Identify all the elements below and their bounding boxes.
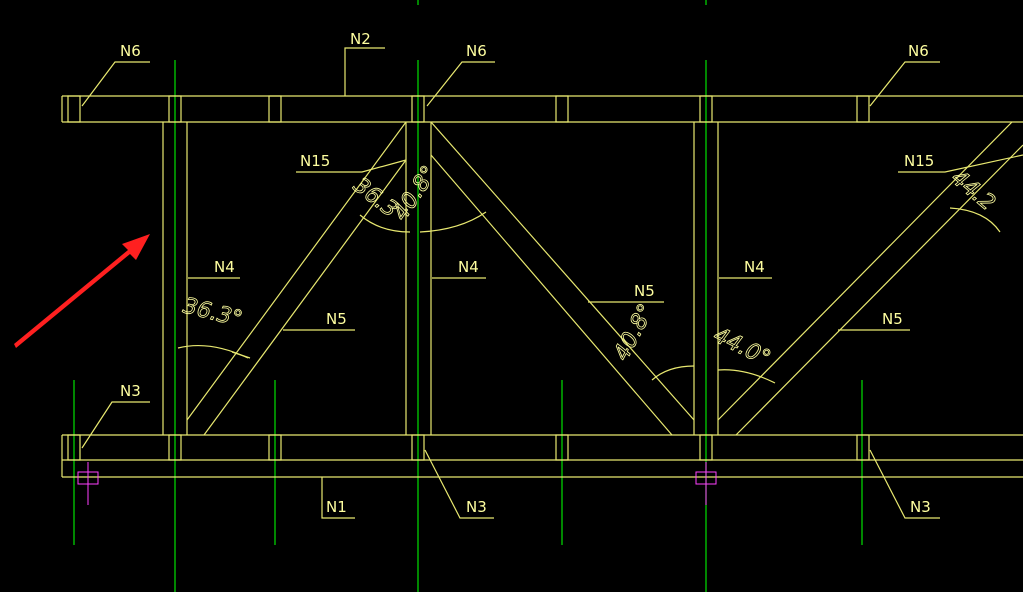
red-arrow-icon bbox=[14, 234, 150, 348]
top-chord[interactable] bbox=[61, 95, 1023, 123]
angle-label-3: 40.8° bbox=[388, 162, 442, 226]
gridlines bbox=[73, 0, 863, 592]
label-n5-right: N5 bbox=[882, 310, 903, 328]
label-n3-right: N3 bbox=[910, 498, 931, 516]
member-labels: N2 N6 N6 N6 N15 N15 N4 N4 N4 N5 N5 N5 N3… bbox=[120, 30, 934, 516]
label-n4-mid: N4 bbox=[458, 258, 479, 276]
label-n1: N1 bbox=[326, 498, 347, 516]
label-n15-left: N15 bbox=[300, 152, 330, 170]
label-n15-right: N15 bbox=[904, 152, 934, 170]
label-n4-right: N4 bbox=[744, 258, 765, 276]
angle-arcs bbox=[177, 207, 1001, 384]
angle-label-1: 36.3° bbox=[181, 294, 245, 333]
label-n3-left: N3 bbox=[120, 382, 141, 400]
label-n2: N2 bbox=[350, 30, 371, 48]
label-n6-left: N6 bbox=[120, 42, 141, 60]
label-n6-mid: N6 bbox=[466, 42, 487, 60]
angle-label-5: 44.0° bbox=[709, 323, 774, 372]
vertical-members[interactable] bbox=[162, 122, 719, 435]
support-markers bbox=[77, 462, 717, 505]
diagonal-members[interactable] bbox=[186, 121, 1023, 436]
label-n3-mid: N3 bbox=[466, 498, 487, 516]
label-n6-right: N6 bbox=[908, 42, 929, 60]
label-n5-mid: N5 bbox=[634, 282, 655, 300]
label-n4-left: N4 bbox=[214, 258, 235, 276]
leader-lines bbox=[81, 47, 1023, 519]
bottom-chord[interactable] bbox=[61, 434, 1023, 478]
label-n5-left: N5 bbox=[326, 310, 347, 328]
